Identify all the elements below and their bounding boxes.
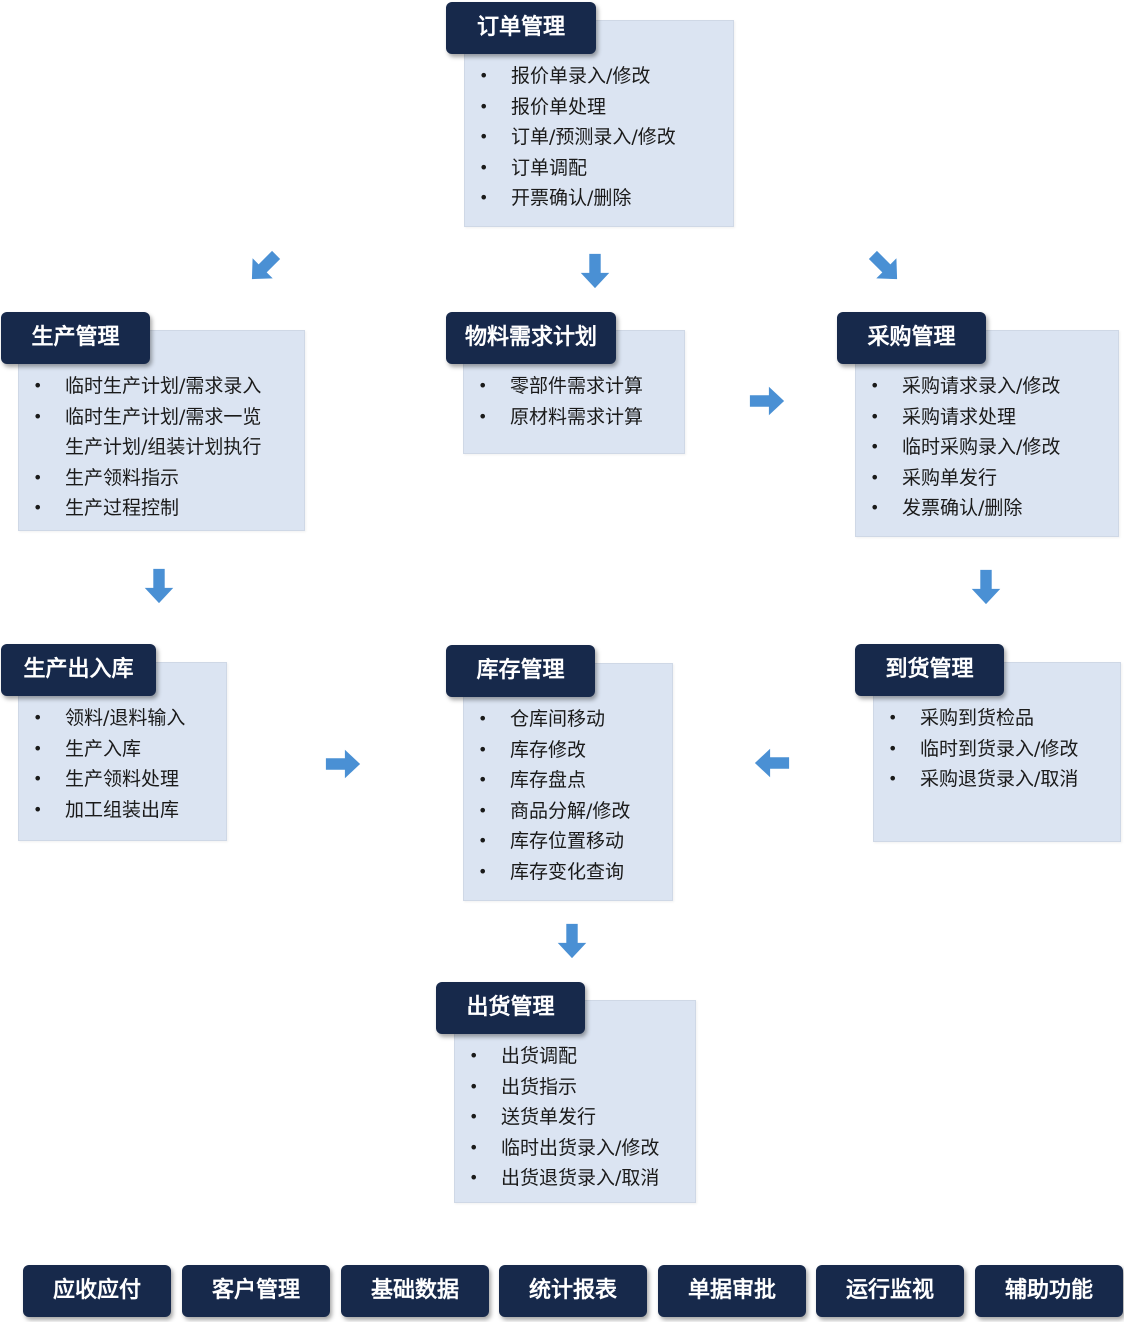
arrival-title-button[interactable]: 到货管理: [855, 644, 1004, 696]
list-item: 订单调配: [465, 153, 676, 184]
statistics-report-button[interactable]: 统计报表: [499, 1265, 647, 1317]
list-item: 原材料需求计算: [464, 402, 643, 433]
arrow-left-icon: [754, 748, 790, 778]
production-io-title-button[interactable]: 生产出入库: [1, 644, 156, 696]
list-item: 生产领料处理: [19, 764, 185, 795]
list-item: 加工组装出库: [19, 795, 185, 826]
purchase-item-list: 采购请求录入/修改 采购请求处理 临时采购录入/修改 采购单发行 发票确认/删除: [856, 371, 1060, 524]
list-item: 临时到货录入/修改: [874, 734, 1078, 765]
list-item: 出货调配: [455, 1041, 659, 1072]
list-item: 报价单处理: [465, 92, 676, 123]
list-item: 生产过程控制: [19, 493, 261, 524]
list-item: 采购请求录入/修改: [856, 371, 1060, 402]
production-item-list: 临时生产计划/需求录入 临时生产计划/需求一览 生产计划/组装计划执行 生产领料…: [19, 371, 261, 524]
list-item: 生产领料指示: [19, 463, 261, 494]
receivable-payable-button[interactable]: 应收应付: [23, 1265, 171, 1317]
list-item: 生产入库: [19, 734, 185, 765]
list-item: 临时采购录入/修改: [856, 432, 1060, 463]
shipping-title-button[interactable]: 出货管理: [436, 982, 585, 1034]
arrow-right-icon: [325, 749, 361, 779]
basic-data-button[interactable]: 基础数据: [341, 1265, 489, 1317]
list-item: 采购到货检品: [874, 703, 1078, 734]
list-item: 出货指示: [455, 1072, 659, 1103]
document-approval-button[interactable]: 单据审批: [658, 1265, 806, 1317]
list-item: 领料/退料输入: [19, 703, 185, 734]
list-item: 出货退货录入/取消: [455, 1163, 659, 1194]
production-io-item-list: 领料/退料输入 生产入库 生产领料处理 加工组装出库: [19, 703, 185, 825]
list-item: 生产计划/组装计划执行: [65, 436, 262, 459]
list-item: 库存位置移动: [464, 826, 630, 857]
list-item: 采购请求处理: [856, 402, 1060, 433]
inventory-title-button[interactable]: 库存管理: [446, 645, 595, 697]
operation-monitor-button[interactable]: 运行监视: [816, 1265, 964, 1317]
list-item: 商品分解/修改: [464, 796, 630, 827]
order-item-list: 报价单录入/修改 报价单处理 订单/预测录入/修改 订单调配 开票确认/删除: [465, 61, 676, 214]
shipping-item-list: 出货调配 出货指示 送货单发行 临时出货录入/修改 出货退货录入/取消: [455, 1041, 659, 1194]
mrp-item-list: 零部件需求计算 原材料需求计算: [464, 371, 643, 432]
arrival-item-list: 采购到货检品 临时到货录入/修改 采购退货录入/取消: [874, 703, 1078, 795]
production-title-button[interactable]: 生产管理: [1, 312, 150, 364]
arrow-down-icon: [557, 923, 587, 959]
list-item: 库存变化查询: [464, 857, 630, 888]
arrow-right-icon: [749, 386, 785, 416]
arrow-down-icon: [971, 569, 1001, 605]
mrp-panel: 零部件需求计算 原材料需求计算: [463, 330, 685, 454]
arrow-down-left-icon: [251, 250, 281, 280]
arrow-down-icon: [144, 568, 174, 604]
list-item: 采购退货录入/取消: [874, 764, 1078, 795]
list-item: 报价单录入/修改: [465, 61, 676, 92]
list-item: 订单/预测录入/修改: [465, 122, 676, 153]
list-item: 临时出货录入/修改: [455, 1133, 659, 1164]
auxiliary-functions-button[interactable]: 辅助功能: [975, 1265, 1123, 1317]
purchase-title-button[interactable]: 采购管理: [837, 312, 986, 364]
arrow-down-right-icon: [868, 250, 898, 280]
shipping-panel: 出货调配 出货指示 送货单发行 临时出货录入/修改 出货退货录入/取消: [454, 1000, 696, 1203]
list-item: 发票确认/删除: [856, 493, 1060, 524]
list-item: 采购单发行: [856, 463, 1060, 494]
order-title-button[interactable]: 订单管理: [446, 2, 596, 54]
list-item: 仓库间移动: [464, 704, 630, 735]
customer-management-button[interactable]: 客户管理: [182, 1265, 330, 1317]
purchase-panel: 采购请求录入/修改 采购请求处理 临时采购录入/修改 采购单发行 发票确认/删除: [855, 330, 1119, 537]
list-item: 开票确认/删除: [465, 183, 676, 214]
list-item: 零部件需求计算: [464, 371, 643, 402]
list-item: 临时生产计划/需求录入: [19, 371, 261, 402]
order-panel: 报价单录入/修改 报价单处理 订单/预测录入/修改 订单调配 开票确认/删除: [464, 20, 734, 227]
list-item: 送货单发行: [455, 1102, 659, 1133]
list-item: 库存修改: [464, 735, 630, 766]
inventory-item-list: 仓库间移动 库存修改 库存盘点 商品分解/修改 库存位置移动 库存变化查询: [464, 704, 630, 888]
mrp-title-button[interactable]: 物料需求计划: [446, 312, 616, 364]
arrow-down-icon: [580, 253, 610, 289]
list-item: 临时生产计划/需求一览: [19, 402, 261, 433]
list-item: 库存盘点: [464, 765, 630, 796]
inventory-panel: 仓库间移动 库存修改 库存盘点 商品分解/修改 库存位置移动 库存变化查询: [463, 663, 673, 901]
